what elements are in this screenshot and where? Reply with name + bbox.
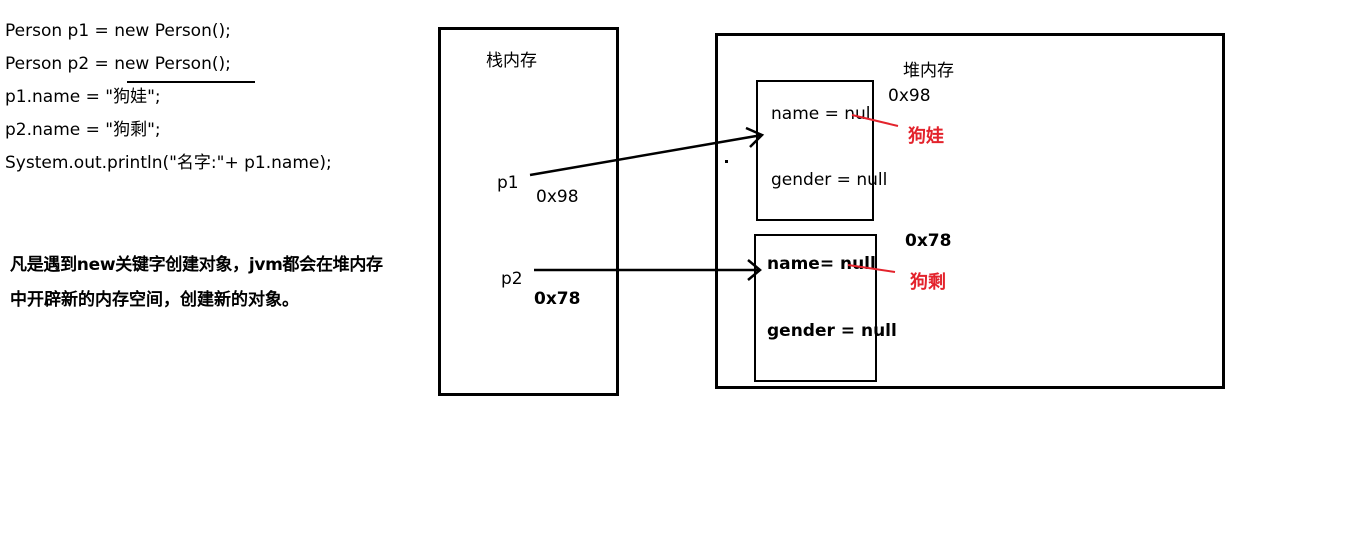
p1-reference-arrow: [529, 133, 763, 177]
object-2-name-field: name= null: [767, 254, 876, 274]
stack-p2-label: p2: [501, 269, 523, 289]
stack-title: 栈内存: [486, 51, 537, 71]
stack-p2-address: 0x78: [534, 289, 581, 309]
heap-object-2: [754, 234, 877, 382]
p1-arrow-head: [745, 126, 765, 148]
object-2-gender-field: gender = null: [767, 321, 897, 341]
stack-p1-address: 0x98: [536, 187, 579, 207]
heap-title: 堆内存: [903, 61, 954, 81]
object-1-name-field: name = null: [771, 104, 876, 124]
heap-object-1: [756, 80, 874, 221]
code-line-1: Person p1 = new Person();: [5, 21, 231, 41]
object-2-null-strike: [847, 264, 896, 273]
stray-dot: [725, 160, 728, 163]
note-line-2: 中开辟新的内存空间，创建新的对象。: [10, 290, 299, 310]
object-1-name-value: 狗娃: [908, 126, 944, 147]
heap-memory-box: [715, 33, 1225, 389]
object-1-null-strike: [851, 114, 899, 127]
object-1-address: 0x98: [888, 86, 931, 106]
object-1-gender-field: gender = null: [771, 170, 888, 190]
object-2-address: 0x78: [905, 231, 952, 251]
stack-p1-label: p1: [497, 173, 519, 193]
code-line-3: p1.name = "狗娃";: [5, 87, 161, 107]
p2-arrow-head: [747, 259, 762, 281]
code-line-5: System.out.println("名字:"+ p1.name);: [5, 153, 332, 173]
object-2-name-value: 狗剩: [910, 272, 946, 293]
stack-memory-box: [438, 27, 619, 396]
code-line-2: Person p2 = new Person();: [5, 54, 231, 74]
code-line-4: p2.name = "狗剩";: [5, 120, 161, 140]
note-line-1: 凡是遇到new关键字创建对象，jvm都会在堆内存: [10, 255, 383, 275]
